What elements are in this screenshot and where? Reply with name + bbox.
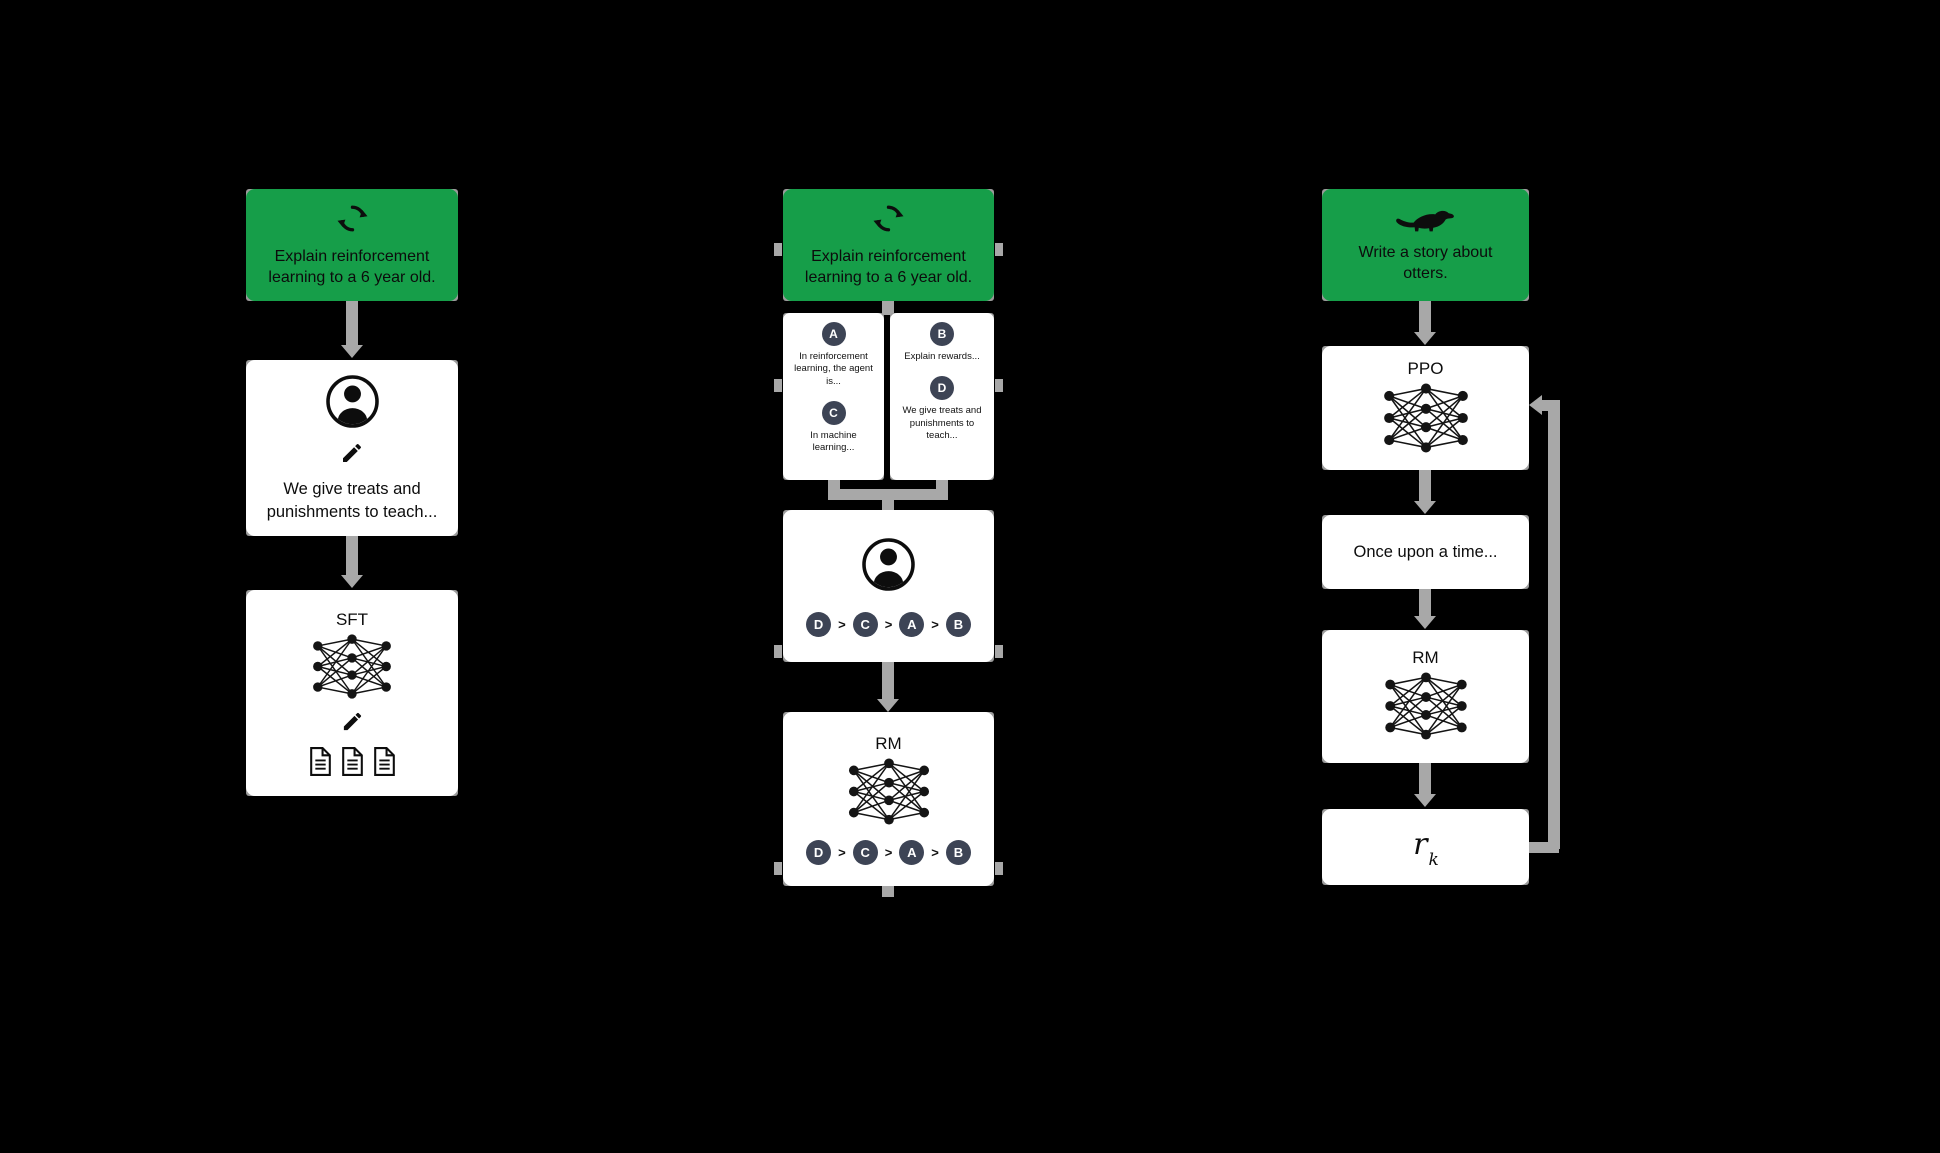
- arrowhead-down-icon: [1414, 616, 1436, 629]
- model-label: PPO: [1407, 358, 1444, 378]
- connector-step2-prompt-to-options: [882, 299, 894, 315]
- otter-icon: [1395, 205, 1457, 239]
- rank-circle: D: [806, 611, 832, 637]
- loop-vertical-segment: [1548, 400, 1560, 849]
- rank-circle: B: [945, 611, 971, 637]
- person-icon: [324, 373, 381, 435]
- reward-symbol: rk: [1413, 826, 1439, 870]
- prompt-text: Explain reinforcement learning to a 6 ye…: [268, 247, 436, 286]
- step2-options-right-box: B Explain rewards... D We give treats an…: [890, 313, 994, 480]
- response-option-b: B Explain rewards...: [904, 322, 980, 363]
- neural-network-icon: [309, 633, 395, 704]
- connector-tab: [774, 379, 782, 392]
- arrow-ranking-to-rm: [882, 660, 894, 701]
- step2-options-left-box: A In reinforcement learning, the agent i…: [783, 313, 884, 480]
- connector-tab: [774, 243, 782, 256]
- connector-tab: [995, 379, 1003, 392]
- preference-ranking: D > C > A > B: [806, 839, 971, 865]
- rank-separator: >: [931, 844, 939, 860]
- step1-labeler-box: We give treats and punishments to teach.…: [246, 360, 458, 536]
- preference-ranking: D > C > A > B: [806, 611, 971, 637]
- connector-option-left-stub: [828, 477, 840, 491]
- step2-rm-model-box: RM D > C > A > B: [783, 712, 994, 886]
- arrowhead-left-icon: [1529, 395, 1542, 415]
- rank-separator: >: [838, 844, 846, 860]
- loop-top-segment: [1540, 400, 1559, 411]
- cycle-arrows-icon: [871, 202, 906, 240]
- connector-tab: [995, 645, 1003, 658]
- option-letter-badge: D: [930, 376, 954, 401]
- step2-prompt-box: Explain reinforcement learning to a 6 ye…: [783, 189, 994, 301]
- connector-tab: [774, 645, 782, 658]
- arrow-step1-prompt-to-labeler: [346, 299, 358, 347]
- connector-tab: [774, 862, 782, 875]
- option-text: Explain rewards...: [904, 351, 980, 362]
- response-option-a: A In reinforcement learning, the agent i…: [789, 322, 879, 388]
- pencil-icon: [341, 710, 364, 738]
- rank-circle: C: [852, 611, 878, 637]
- cycle-arrows-icon: [335, 202, 369, 240]
- arrow-ppo-to-output: [1419, 468, 1431, 503]
- step3-output-box: Once upon a time...: [1322, 515, 1529, 589]
- step3-rm-model-box: RM: [1322, 630, 1529, 763]
- connector-tab: [995, 243, 1003, 256]
- option-letter-badge: C: [821, 401, 846, 426]
- rank-separator: >: [884, 616, 893, 632]
- prompt-text: Explain reinforcement learning to a 6 ye…: [804, 247, 973, 286]
- step1-sft-model-box: SFT: [246, 590, 458, 796]
- model-label: RM: [875, 733, 902, 753]
- person-icon: [860, 536, 917, 598]
- model-label: SFT: [335, 609, 369, 629]
- rank-circle: C: [852, 839, 878, 865]
- arrowhead-down-icon: [877, 699, 899, 712]
- step3-reward-box: rk: [1322, 809, 1529, 885]
- rank-circle: A: [899, 611, 925, 637]
- option-letter-badge: A: [821, 322, 846, 346]
- arrow-output-to-rm: [1419, 587, 1431, 618]
- response-option-c: C In machine learning...: [789, 401, 879, 455]
- prompt-text: Write a story about otters.: [1358, 244, 1493, 282]
- model-label: RM: [1412, 648, 1439, 667]
- arrow-step3-prompt-to-ppo: [1419, 299, 1431, 334]
- arrow-options-to-labeler: [882, 495, 894, 513]
- demonstration-text: We give treats and punishments to teach.…: [266, 480, 438, 521]
- rank-separator: >: [931, 616, 939, 632]
- arrowhead-down-icon: [341, 345, 363, 358]
- option-text: We give treats and punishments to teach.…: [902, 405, 982, 442]
- rank-circle: B: [945, 839, 971, 865]
- response-option-d: D We give treats and punishments to teac…: [897, 376, 987, 442]
- connector-options-merge-bar: [828, 489, 948, 500]
- output-text: Once upon a time...: [1353, 542, 1498, 561]
- option-text: In reinforcement learning, the agent is.…: [794, 351, 873, 387]
- option-text: In machine learning...: [810, 430, 857, 454]
- connector-tab: [995, 862, 1003, 875]
- arrowhead-down-icon: [1414, 794, 1436, 807]
- connector-option-right-stub: [936, 477, 948, 491]
- step2-labeler-ranking-box: D > C > A > B: [783, 510, 994, 662]
- rank-separator: >: [884, 844, 893, 860]
- documents-icon: [308, 746, 397, 777]
- connector-rm-bottom-stub: [882, 884, 894, 897]
- step1-prompt-box: Explain reinforcement learning to a 6 ye…: [246, 189, 458, 301]
- loop-reward-out-segment: [1529, 842, 1559, 853]
- rank-separator: >: [838, 616, 846, 632]
- arrow-rm-to-reward: [1419, 761, 1431, 796]
- neural-network-icon: [1381, 671, 1471, 745]
- step3-ppo-policy-box: PPO: [1322, 346, 1529, 470]
- rank-circle: A: [899, 839, 925, 865]
- arrowhead-down-icon: [1414, 332, 1436, 345]
- step3-prompt-box: Write a story about otters.: [1322, 189, 1529, 301]
- pencil-icon: [340, 441, 364, 470]
- arrowhead-down-icon: [1414, 501, 1436, 514]
- rank-circle: D: [806, 839, 832, 865]
- option-letter-badge: B: [929, 322, 954, 346]
- neural-network-icon: [1380, 382, 1472, 458]
- arrowhead-down-icon: [341, 575, 363, 588]
- neural-network-icon: [845, 757, 933, 830]
- arrow-step1-labeler-to-sft: [346, 534, 358, 577]
